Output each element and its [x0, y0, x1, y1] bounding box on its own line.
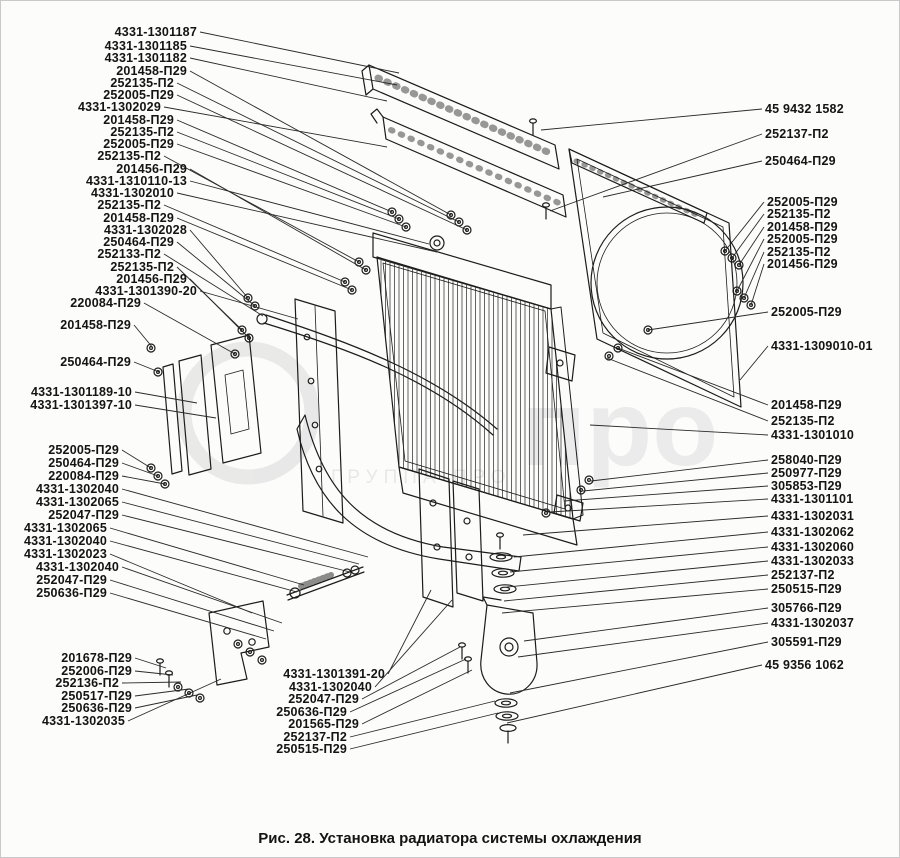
leader-line — [189, 278, 250, 339]
leader-line — [134, 657, 167, 669]
leader-lines — [109, 31, 769, 750]
leader-line — [121, 501, 360, 565]
leader-line — [109, 527, 305, 586]
leader-line — [523, 607, 769, 642]
leader-line — [590, 459, 769, 482]
leader-line — [513, 531, 769, 558]
leader-line — [189, 168, 367, 271]
leader-line — [109, 579, 275, 632]
leader-line — [509, 641, 769, 694]
leader-line — [176, 131, 400, 220]
leader-line — [540, 108, 763, 131]
bottom-center-screws — [458, 642, 472, 674]
leader-line — [176, 241, 256, 307]
leader-line — [176, 143, 407, 228]
leader-line — [374, 599, 453, 688]
leader-line — [189, 57, 388, 102]
leader-line — [349, 700, 496, 738]
drawing-strokes — [146, 64, 756, 744]
leader-line — [506, 664, 763, 724]
leader-line — [163, 253, 264, 317]
leader-line — [121, 681, 182, 684]
leader-line — [189, 45, 398, 86]
leader-line — [127, 678, 222, 722]
leader-line — [503, 574, 769, 602]
cushion-stack-bottom — [494, 698, 519, 744]
tie-rod — [256, 313, 498, 436]
upper-seal-strip — [370, 108, 567, 218]
watermark-ring — [176, 341, 320, 485]
leader-line — [361, 646, 461, 700]
center-mount-bracket — [418, 468, 484, 608]
leader-line — [133, 361, 160, 373]
leader-line — [134, 694, 198, 709]
leader-line — [549, 498, 769, 513]
leader-line — [563, 485, 769, 502]
leader-line — [121, 462, 159, 477]
leader-line — [189, 229, 249, 299]
leader-line — [134, 688, 190, 697]
leader-line — [736, 238, 765, 292]
leader-line — [134, 404, 217, 419]
lower-support-bracket — [480, 596, 538, 695]
leader-line — [121, 566, 283, 624]
leader-line — [121, 488, 369, 558]
figure-caption: Рис. 28. Установка радиатора системы охл… — [258, 830, 642, 847]
leader-line — [501, 588, 769, 614]
leader-line — [199, 31, 400, 74]
leader-line — [189, 180, 430, 245]
leader-line — [133, 324, 154, 349]
leader-line — [109, 540, 298, 593]
leader-line — [361, 669, 473, 725]
leader-line — [176, 217, 353, 291]
leader-line — [517, 622, 769, 658]
side-member-channel — [294, 298, 344, 524]
leader-line — [731, 213, 765, 259]
leader-line — [199, 290, 299, 320]
tie-bolt-assembly — [286, 565, 365, 601]
leader-line — [349, 658, 467, 713]
leader-line — [617, 347, 769, 406]
leader-line — [176, 119, 393, 213]
leader-line — [509, 546, 769, 573]
leader-line — [163, 106, 388, 148]
leader-line — [750, 263, 765, 306]
leader-line — [602, 160, 763, 198]
radiator — [372, 232, 584, 546]
leader-line — [189, 70, 452, 216]
leader-line — [176, 192, 438, 253]
mounting-plates — [146, 293, 262, 489]
leader-line — [349, 712, 499, 750]
leader-line — [109, 553, 253, 614]
top-apron-strip — [361, 64, 560, 170]
leader-line — [176, 82, 460, 223]
leader-line — [109, 592, 267, 640]
leader-line — [121, 475, 166, 485]
leader-line — [549, 133, 763, 212]
bottom-left-bracket — [156, 600, 270, 703]
leader-line — [738, 226, 765, 266]
leader-line — [743, 251, 765, 299]
leader-line — [163, 155, 360, 263]
leader-line — [134, 391, 198, 404]
leader-line — [163, 204, 346, 283]
leader-line — [387, 589, 432, 675]
leader-line — [121, 514, 351, 573]
leader-line — [582, 472, 769, 492]
leader-line — [739, 345, 769, 381]
leader-line — [134, 670, 174, 676]
leader-line — [606, 357, 769, 422]
leader-line — [647, 311, 769, 331]
cushion-stack-mid — [489, 532, 517, 594]
leader-line — [506, 560, 769, 588]
leader-line — [121, 449, 152, 469]
leader-line — [143, 302, 236, 355]
leader-line — [522, 515, 769, 536]
top-fasteners — [340, 118, 551, 295]
leader-line — [589, 424, 769, 436]
leader-line — [724, 201, 765, 252]
leader-line — [176, 94, 468, 231]
